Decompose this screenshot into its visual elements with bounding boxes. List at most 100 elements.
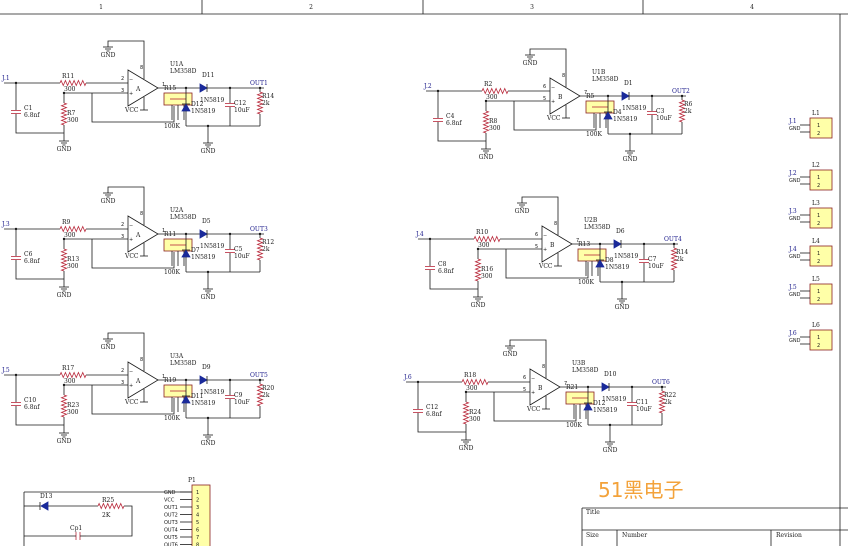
connector-pin: 2 <box>817 297 820 303</box>
resistor-value: 300 <box>469 416 481 423</box>
resistor-value: 2K <box>102 512 111 519</box>
pin-number: 3 <box>121 88 124 94</box>
connector-ref: L2 <box>812 162 820 169</box>
resistor-symbol <box>60 102 68 126</box>
resistor-symbol <box>59 225 87 233</box>
connector-pin: 1 <box>817 251 820 257</box>
wire <box>91 239 175 269</box>
opamp-ref: U1B <box>592 69 606 76</box>
gnd-label: GND <box>515 208 530 215</box>
connector-body <box>809 329 833 351</box>
opamp-part: LM358D <box>170 68 197 75</box>
channel-2: J.2C46.8nfR2300R8300GNDB65−+7U1BLM358DGN… <box>423 48 693 163</box>
connector-net: J.3 <box>788 208 797 215</box>
resistor-symbol <box>97 502 125 510</box>
connector-gnd: GND <box>789 292 801 298</box>
capacitor-ref: Cp1 <box>70 525 82 532</box>
resistor-ref: R6 <box>684 101 693 108</box>
minus-sign: − <box>543 233 547 239</box>
gnd-label: GND <box>57 292 72 299</box>
resistor-symbol <box>462 401 470 425</box>
opamp-symbol <box>127 361 159 399</box>
opamp-section: A <box>135 232 141 239</box>
connector-net: J.1 <box>788 118 797 125</box>
pin-number: 7 <box>576 238 579 244</box>
output-net-label: OUT1 <box>250 80 268 87</box>
vcc-label: VCC <box>124 253 139 260</box>
output-net-label: OUT6 <box>652 379 670 386</box>
pin-number: 2 <box>121 76 124 82</box>
opamp-part: LM358D <box>170 360 197 367</box>
wire <box>513 101 597 131</box>
diode-ref: D5 <box>202 218 211 225</box>
connector-net: J.4 <box>788 246 797 253</box>
resistor-value: 300 <box>67 117 79 124</box>
channel-5: J.5C106.8nfR17300R23300GNDA23−+1U3ALM358… <box>1 332 274 447</box>
vcc-label: VCC <box>538 263 553 270</box>
pin-mark: 8 <box>140 357 143 363</box>
gnd-label: GND <box>101 344 116 351</box>
diode-part: 1N5819 <box>191 400 216 407</box>
header-net: OUT1 <box>164 505 178 511</box>
connector-pin: 2 <box>817 259 820 265</box>
header-pin: 7 <box>196 535 199 541</box>
resistor-ref: R18 <box>464 372 476 379</box>
wire <box>493 392 577 422</box>
pin-mark: 8 <box>140 211 143 217</box>
wire <box>15 114 64 134</box>
resistor-symbol <box>256 383 264 407</box>
gnd-label: GND <box>471 302 486 309</box>
resistor-symbol <box>473 235 501 243</box>
minus-sign: − <box>129 369 133 375</box>
resistor-ref: R14 <box>262 93 274 100</box>
gnd-symbol: GND <box>57 432 72 445</box>
diode-ref: D12 <box>191 101 204 108</box>
gnd-symbol: GND <box>459 439 474 452</box>
header-pin: 5 <box>196 520 199 526</box>
input-net-label: J.5 <box>1 367 10 374</box>
opamp-part: LM358D <box>170 214 197 221</box>
junction-dot <box>672 242 676 246</box>
gnd-symbol: GND <box>615 298 630 311</box>
vcc-label: VCC <box>124 107 139 114</box>
header-net: VCC <box>164 498 175 504</box>
resistor-value: 2k <box>684 108 692 115</box>
connector-ref: L4 <box>812 238 820 245</box>
resistor-symbol <box>481 87 509 95</box>
plus-sign: + <box>129 237 133 243</box>
junction-dot <box>228 232 232 236</box>
plus-sign: + <box>531 390 535 396</box>
gnd-symbol: GND <box>623 150 638 163</box>
capacitor-ref: C10 <box>24 397 36 404</box>
capacitor-ref: C1 <box>24 105 32 112</box>
plus-sign: + <box>129 91 133 97</box>
potentiometer-ref: R15 <box>164 85 176 92</box>
header-pin: 3 <box>196 505 199 511</box>
wire <box>529 48 567 87</box>
potentiometer-ref: R19 <box>164 377 176 384</box>
capacitor-value: 10uF <box>234 107 250 114</box>
wire <box>107 40 145 79</box>
number-field: Number <box>622 532 647 539</box>
potentiometer-value: 100K <box>578 279 594 286</box>
header-pin: 8 <box>196 543 199 546</box>
resistor-ref: R11 <box>62 73 74 80</box>
wire <box>437 122 486 142</box>
resistor-value: 300 <box>64 232 76 239</box>
input-net-label: J.6 <box>403 374 412 381</box>
junction-dot <box>206 416 210 420</box>
column-number: 3 <box>530 4 534 11</box>
diode-ref: D1 <box>624 80 633 87</box>
diode-symbol <box>40 501 49 511</box>
junction-dot <box>258 86 262 90</box>
diode-ref: D8 <box>605 257 614 264</box>
wire <box>15 406 64 426</box>
capacitor-value: 6.8nf <box>446 120 462 127</box>
gnd-label: GND <box>615 304 630 311</box>
vcc-label: VCC <box>546 115 561 122</box>
connector-pin: 2 <box>817 343 820 349</box>
